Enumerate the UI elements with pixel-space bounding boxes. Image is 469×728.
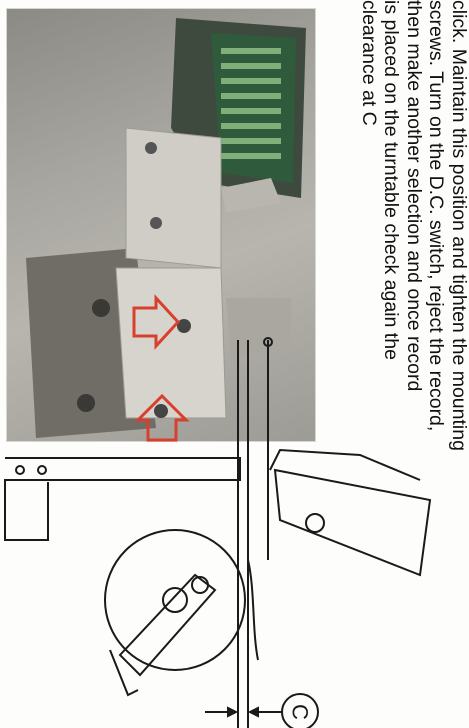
mechanism-diagram: C	[4, 337, 432, 728]
terminal-pins	[221, 48, 281, 159]
bracket-hole-1	[92, 299, 110, 317]
photo-drawing	[26, 18, 306, 442]
lever-tip	[109, 649, 139, 697]
screw-1	[145, 142, 157, 154]
switch-housing	[273, 468, 432, 577]
arrow-right-icon	[132, 294, 181, 350]
mount-bracket	[4, 457, 241, 541]
lever-pivot	[191, 576, 209, 594]
screw-3	[177, 319, 191, 333]
dimension-arrow-left-icon	[227, 706, 239, 718]
switch-assembly-photo	[6, 8, 316, 442]
diagram-lines	[4, 337, 432, 728]
housing-screw	[305, 513, 325, 533]
arrow-up-icon	[134, 393, 190, 442]
micro-switch-lower	[115, 267, 227, 419]
arrow-icons	[132, 294, 190, 442]
mount-hole-2	[37, 465, 47, 475]
dimension-arrow-right-icon	[247, 706, 259, 718]
lever-lower	[226, 298, 291, 358]
clearance-label: C	[288, 704, 313, 720]
screw-2	[150, 217, 162, 229]
bracket-hole-2	[77, 394, 95, 412]
cam-lever	[118, 573, 217, 677]
micro-switch-upper	[125, 127, 222, 269]
housing-top	[269, 448, 421, 481]
screw-4	[154, 404, 168, 418]
clearance-label-circle	[281, 693, 319, 728]
lever-upper	[221, 178, 281, 213]
spring-wire	[247, 559, 259, 661]
cam-hub	[162, 587, 188, 613]
cam-disk	[104, 529, 246, 671]
mount-hole-1	[15, 465, 25, 475]
